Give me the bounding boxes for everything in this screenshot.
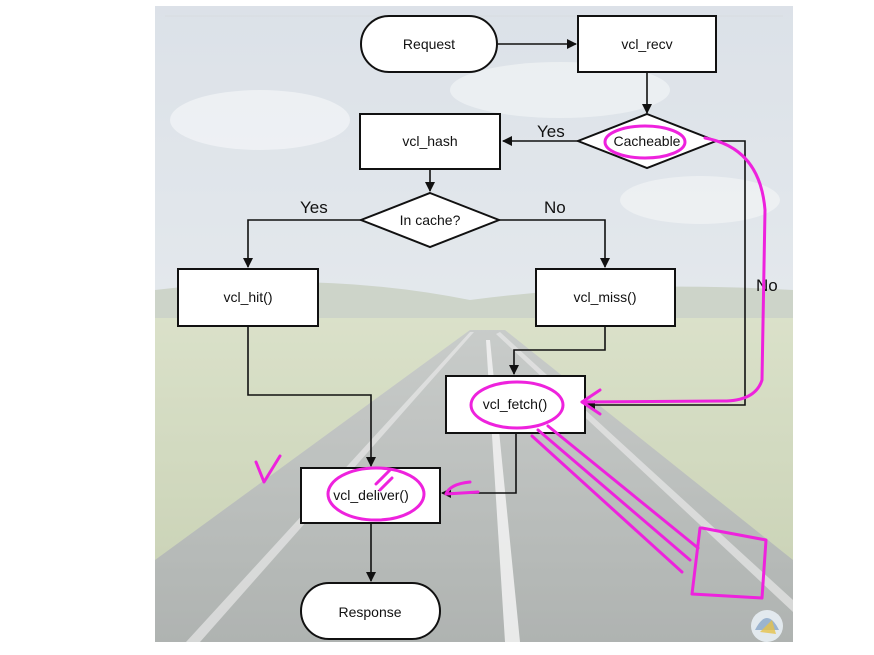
node-vcl-hash[interactable]: vcl_hash: [359, 113, 501, 170]
node-vcl-hit-label: vcl_hit(): [223, 289, 272, 305]
edge-hit-to-deliver: [247, 327, 376, 467]
node-vcl-deliver[interactable]: vcl_deliver(): [300, 467, 441, 524]
node-vcl-recv-label: vcl_recv: [621, 36, 672, 52]
edge-cacheable-no: [585, 140, 746, 410]
node-response[interactable]: Response: [300, 582, 441, 640]
node-request-label: Request: [403, 36, 455, 52]
ink-no-path: [580, 136, 767, 404]
node-cacheable-label: Cacheable: [614, 133, 681, 149]
node-vcl-hit[interactable]: vcl_hit(): [177, 268, 319, 327]
node-request[interactable]: Request: [360, 15, 498, 73]
node-in-cache-label: In cache?: [400, 212, 461, 228]
node-in-cache-decision[interactable]: In cache?: [358, 191, 502, 249]
ink-circle-cacheable: [603, 124, 687, 160]
ink-zigzag-lines: [530, 424, 700, 574]
node-response-label: Response: [338, 604, 401, 620]
node-vcl-miss-label: vcl_miss(): [574, 289, 637, 305]
ink-check-mark: [254, 454, 282, 484]
ink-circle-fetch: [469, 380, 565, 430]
node-vcl-hash-label: vcl_hash: [402, 133, 457, 149]
ink-cursor-mark: [374, 468, 394, 492]
edge-label-cacheable-yes: Yes: [537, 122, 565, 141]
node-vcl-fetch-label: vcl_fetch(): [483, 396, 548, 412]
ink-deliver-arrow: [444, 480, 480, 496]
background-road-image: [155, 6, 793, 642]
ink-circle-deliver: [326, 466, 426, 522]
node-cacheable-decision[interactable]: Cacheable: [575, 112, 719, 170]
edge-label-cacheable-no: No: [756, 276, 778, 295]
edge-label-incache-yes: Yes: [300, 198, 328, 217]
ink-no-arrowhead: [580, 388, 602, 416]
edge-miss-to-fetch: [509, 327, 606, 375]
edge-incache-yes: [243, 219, 361, 268]
node-vcl-deliver-label: vcl_deliver(): [333, 487, 408, 503]
edge-incache-no: [499, 219, 610, 268]
logo-fragment: [751, 610, 783, 642]
node-vcl-miss[interactable]: vcl_miss(): [535, 268, 676, 327]
node-vcl-recv[interactable]: vcl_recv: [577, 15, 717, 73]
handwritten-annotations: [254, 124, 768, 600]
ink-rough-box: [690, 526, 768, 600]
edge-label-incache-no: No: [544, 198, 566, 217]
